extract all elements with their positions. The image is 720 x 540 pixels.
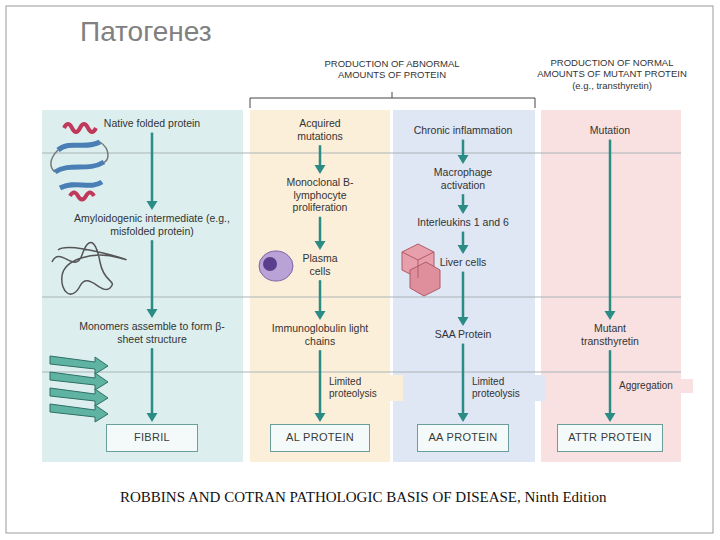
column-header: PRODUCTION OF ABNORMAL AMOUNTS OF PROTEI… bbox=[302, 58, 482, 81]
step-text: Plasma cells bbox=[295, 252, 345, 277]
arrow-shaft bbox=[151, 133, 154, 201]
step-text: Macrophage activation bbox=[418, 166, 508, 191]
slide-frame bbox=[6, 6, 713, 533]
step-text: Mutant transthyretin bbox=[565, 322, 655, 347]
node-text: Macrophage activation bbox=[418, 166, 508, 191]
arrow-shaft bbox=[462, 140, 465, 155]
step-text: Chronic inflammation bbox=[398, 124, 528, 137]
arrow-head bbox=[605, 311, 616, 320]
column-panel bbox=[393, 110, 535, 462]
flow-arrow bbox=[458, 344, 469, 422]
column-panel bbox=[250, 110, 390, 462]
amyloid-box: FIBRIL bbox=[106, 424, 198, 452]
step-text: Immunoglobulin light chains bbox=[270, 322, 370, 347]
step-text: Monoclonal B-lymphocyte proliferation bbox=[270, 176, 370, 214]
flow-arrow bbox=[315, 280, 326, 320]
arrow-shaft bbox=[609, 350, 612, 413]
flow-arrow bbox=[315, 145, 326, 174]
arrow-shaft bbox=[319, 350, 322, 413]
plasma-cell-figure bbox=[259, 251, 293, 281]
step-text: Mutation bbox=[565, 124, 655, 137]
column-panel bbox=[42, 110, 243, 462]
step-text: Native folded protein bbox=[102, 117, 202, 130]
flow-arrow bbox=[147, 240, 158, 318]
node-text: Interleukins 1 and 6 bbox=[398, 216, 528, 229]
flow-arrow bbox=[605, 140, 616, 320]
node-text: Mutant transthyretin bbox=[565, 322, 655, 347]
arrow-head bbox=[458, 413, 469, 422]
folded-protein-figure bbox=[51, 124, 108, 200]
node-text: ATTR PROTEIN bbox=[568, 431, 651, 444]
amyloid-box: ATTR PROTEIN bbox=[557, 424, 663, 452]
liver-cells-figure bbox=[402, 244, 440, 296]
arrow-head bbox=[458, 155, 469, 164]
arrow-shaft bbox=[462, 194, 465, 205]
flow-arrow bbox=[605, 350, 616, 422]
node-text: Immunoglobulin light chains bbox=[270, 322, 370, 347]
edge-label: Aggregation bbox=[617, 379, 693, 393]
node-text: Plasma cells bbox=[295, 252, 345, 277]
arrow-head bbox=[147, 309, 158, 318]
arrow-shaft bbox=[462, 272, 465, 317]
node-text: Mutation bbox=[565, 124, 655, 137]
beta-sheet-figure bbox=[50, 356, 108, 422]
node-text: SAA Protein bbox=[408, 328, 518, 341]
slide-title: Патогенез bbox=[80, 16, 212, 48]
arrow-shaft bbox=[319, 217, 322, 241]
source-caption: ROBBINS AND COTRAN PATHOLOGIC BASIS OF D… bbox=[120, 488, 680, 507]
node-text: AL PROTEIN bbox=[286, 431, 354, 444]
step-text: Monomers assemble to form β-sheet struct… bbox=[77, 320, 227, 345]
arrow-head bbox=[315, 413, 326, 422]
flow-arrow bbox=[458, 194, 469, 214]
column-header: PRODUCTION OF NORMAL AMOUNTS OF MUTANT P… bbox=[537, 57, 687, 91]
arrow-shaft bbox=[462, 344, 465, 413]
arrow-head bbox=[458, 317, 469, 326]
flow-arrow bbox=[458, 140, 469, 164]
arrow-head bbox=[458, 205, 469, 214]
node-text: Monomers assemble to form β-sheet struct… bbox=[77, 320, 227, 345]
arrow-shaft bbox=[151, 240, 154, 309]
step-text: Amyloidogenic intermediate (e.g., misfol… bbox=[67, 212, 237, 237]
arrow-head bbox=[315, 241, 326, 250]
flow-arrow bbox=[315, 350, 326, 422]
flow-arrow bbox=[147, 348, 158, 422]
flow-arrow bbox=[147, 133, 158, 210]
arrow-head bbox=[315, 165, 326, 174]
amyloid-box: AL PROTEIN bbox=[270, 424, 370, 452]
node-text: Liver cells bbox=[438, 256, 488, 269]
flow-arrow bbox=[458, 232, 469, 254]
node-text: Acquired mutations bbox=[280, 117, 360, 142]
flow-arrow bbox=[458, 272, 469, 326]
node-text: FIBRIL bbox=[134, 431, 170, 444]
flow-arrow bbox=[315, 217, 326, 250]
arrow-head bbox=[315, 311, 326, 320]
step-text: Liver cells bbox=[438, 256, 488, 269]
arrow-shaft bbox=[319, 280, 322, 311]
step-text: SAA Protein bbox=[408, 328, 518, 341]
arrow-shaft bbox=[462, 232, 465, 245]
arrow-head bbox=[147, 201, 158, 210]
amyloid-box: AA PROTEIN bbox=[417, 424, 509, 452]
step-text: Acquired mutations bbox=[280, 117, 360, 142]
arrow-shaft bbox=[151, 348, 154, 413]
row-lines bbox=[42, 153, 681, 372]
column-panel bbox=[541, 110, 681, 462]
edge-label: Limited proteolysis bbox=[327, 375, 403, 401]
arrow-shaft bbox=[609, 140, 612, 311]
node-text: AA PROTEIN bbox=[428, 431, 497, 444]
step-text: Interleukins 1 and 6 bbox=[398, 216, 528, 229]
bracket bbox=[250, 92, 535, 108]
arrow-head bbox=[147, 413, 158, 422]
node-text: Amyloidogenic intermediate (e.g., misfol… bbox=[67, 212, 237, 237]
arrow-head bbox=[458, 245, 469, 254]
node-text: Native folded protein bbox=[102, 117, 202, 130]
node-text: Monoclonal B-lymphocyte proliferation bbox=[270, 176, 370, 214]
node-text: Chronic inflammation bbox=[398, 124, 528, 137]
edge-label: Limited proteolysis bbox=[470, 375, 546, 401]
arrow-shaft bbox=[319, 145, 322, 165]
misfolded-protein-figure bbox=[52, 242, 126, 294]
arrow-head bbox=[605, 413, 616, 422]
